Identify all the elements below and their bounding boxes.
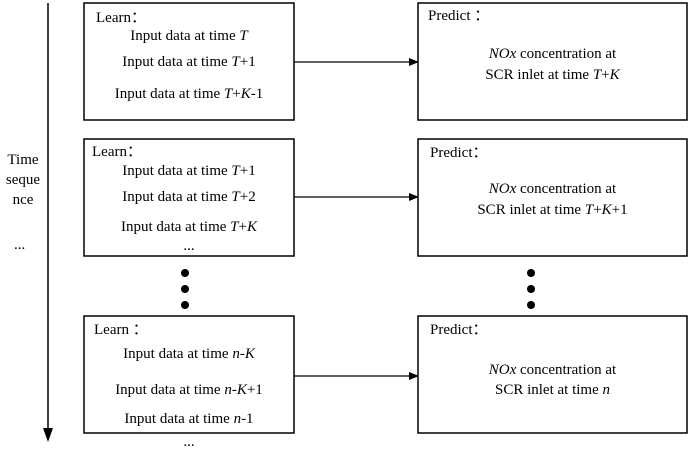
time-axis-arrowhead (43, 428, 53, 442)
learn-input-line: Input data at time T (130, 28, 248, 44)
predict-text-line: NOx concentration at (488, 46, 617, 62)
predict-text-line: SCR inlet at time T+K+1 (477, 202, 628, 218)
time-label-line: seque (5, 172, 41, 188)
continuation-dot (527, 269, 535, 277)
predict-text-line: NOx concentration at (488, 181, 617, 197)
learn-ellipsis: ... (183, 434, 195, 450)
learn-input-line: Input data at time T+1 (122, 54, 256, 70)
time-label-line: nce (12, 192, 34, 208)
predict-text-line: NOx concentration at (488, 362, 617, 378)
learn-input-line: Input data at time T+K (121, 219, 257, 235)
predict-text-line: SCR inlet at time n (495, 382, 610, 398)
learn-label: Learn： (96, 10, 146, 26)
learn-input-line: Input data at time T+2 (122, 189, 256, 205)
predict-label: Predict ： (428, 8, 490, 24)
learn-input-line: Input data at time T+K-1 (114, 86, 264, 102)
predict-label: Predict： (430, 322, 488, 338)
learn-label: Learn： (92, 144, 142, 160)
learn-input-line: Input data at time T+1 (122, 163, 256, 179)
continuation-dot (527, 285, 535, 293)
predict-label: Predict： (430, 145, 488, 161)
learn-input-line: Input data at time n-1 (124, 411, 254, 427)
time-label-line: Time (7, 152, 39, 168)
time-sequence-label: Time seque nce (0, 150, 46, 210)
learn-input-line: Input data at time n-K+1 (115, 382, 263, 398)
continuation-dot (527, 301, 535, 309)
learn-ellipsis: ... (183, 238, 195, 254)
continuation-dot (181, 285, 189, 293)
time-ellipsis: ... (14, 237, 26, 253)
predict-text-line: SCR inlet at time T+K (485, 67, 620, 83)
learn-box-3 (83, 315, 295, 434)
continuation-dot (181, 301, 189, 309)
learn-label: Learn ： (94, 322, 148, 338)
learn-input-line: Input data at time n-K (123, 346, 255, 362)
continuation-dot (181, 269, 189, 277)
